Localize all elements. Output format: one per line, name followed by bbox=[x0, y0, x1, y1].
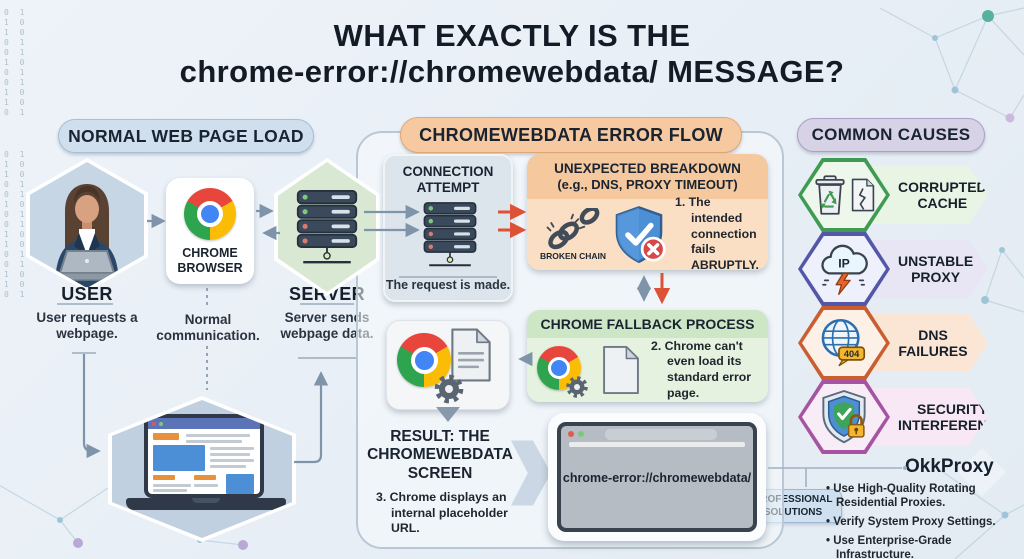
connection-attempt-caption: The request is made. bbox=[385, 277, 511, 292]
chromewebdata-url-text: chrome-error://chromewebdata/ bbox=[562, 471, 752, 485]
solutions-list: Use High-Quality Rotating Residential Pr… bbox=[826, 482, 1018, 559]
window-dot-green bbox=[578, 431, 584, 437]
section-header-normal-load: NORMAL WEB PAGE LOAD bbox=[58, 119, 314, 153]
result-title: RESULT: THE CHROMEWEBDATA SCREEN bbox=[367, 428, 513, 482]
breakdown-title-line-1: UNEXPECTED BREAKDOWN bbox=[554, 160, 741, 176]
fallback-step-text: 2. Chrome can't even load its standard e… bbox=[651, 338, 752, 400]
globe-404-icon: 404 bbox=[821, 318, 866, 367]
section-header-common-causes: COMMON CAUSES bbox=[797, 118, 985, 152]
user-icon bbox=[53, 184, 121, 287]
trash-recycle-icon bbox=[815, 175, 845, 215]
shield-error-icon bbox=[615, 205, 666, 263]
solution-item: Use High-Quality Rotating Residential Pr… bbox=[826, 482, 1018, 510]
svg-text:IP: IP bbox=[838, 256, 850, 270]
server-icon bbox=[295, 190, 359, 264]
binary-decoration: 0 1 1 0 1 0 0 1 0 1 1 0 0 1 0 1 1 0 1 0 … bbox=[4, 8, 27, 117]
connection-attempt-title: CONNECTION ATTEMPT bbox=[402, 164, 494, 196]
browser-address-bar bbox=[569, 442, 745, 447]
broken-chain-icon bbox=[546, 206, 600, 250]
server-icon bbox=[422, 202, 478, 267]
laptop-webpage-icon bbox=[112, 400, 292, 538]
section-header-label: NORMAL WEB PAGE LOAD bbox=[68, 125, 304, 146]
breakdown-title-line-2: (e.g., DNS, PROXY TIMEOUT) bbox=[557, 176, 738, 192]
title-line-1: WHAT EXACTLY IS THE bbox=[333, 18, 691, 53]
browser-window-mockup: chrome-error://chromewebdata/ bbox=[548, 413, 766, 541]
chrome-browser-node: CHROME BROWSER bbox=[166, 178, 254, 284]
gear-icon bbox=[433, 373, 465, 405]
section-header-label: COMMON CAUSES bbox=[811, 125, 971, 144]
chrome-logo-icon bbox=[537, 346, 581, 390]
cause-label: SECURITY INTERFERENCE bbox=[898, 400, 1007, 433]
solution-item: Use Enterprise-Grade Infrastructure. bbox=[826, 534, 1018, 559]
chrome-logo-icon bbox=[184, 188, 236, 240]
user-caption: User requests a webpage. bbox=[36, 310, 138, 342]
binary-decoration: 0 1 1 0 1 0 0 1 0 1 1 0 0 1 0 1 1 0 1 0 … bbox=[4, 150, 27, 299]
cause-label: DNS FAILURES bbox=[898, 326, 968, 359]
title-line-2: chrome-error://chromewebdata/ MESSAGE? bbox=[179, 54, 845, 89]
svg-text:404: 404 bbox=[844, 349, 860, 359]
cause-label: CORRUPTED CACHE bbox=[898, 178, 987, 211]
blank-page-icon bbox=[601, 345, 641, 395]
window-dot-red bbox=[568, 431, 574, 437]
result-step-text: 3. Chrome displays an internal placehold… bbox=[376, 489, 508, 536]
section-header-label: CHROMEWEBDATA ERROR FLOW bbox=[419, 124, 723, 145]
cause-label: UNSTABLE PROXY bbox=[898, 252, 974, 285]
browser-caption: Normal communication. bbox=[156, 312, 260, 344]
gear-icon bbox=[565, 375, 589, 399]
connection-attempt-box: CONNECTION ATTEMPT The request is made. bbox=[383, 154, 513, 302]
brand-name: OkkProxy bbox=[905, 456, 994, 477]
ip-cloud-lightning-icon: IP bbox=[821, 244, 868, 296]
chrome-browser-label: CHROME BROWSER bbox=[177, 246, 243, 275]
fallback-box: CHROME FALLBACK PROCESS 2. Chrome can't … bbox=[527, 310, 768, 402]
breakdown-step-text: 1. The intended connection fails ABRUPTL… bbox=[675, 195, 759, 270]
section-header-error-flow: CHROMEWEBDATA ERROR FLOW bbox=[400, 117, 742, 153]
torn-page-icon bbox=[851, 178, 875, 212]
result-icon-box bbox=[386, 320, 510, 410]
user-label: USER bbox=[61, 284, 113, 304]
shield-lock-icon bbox=[822, 389, 866, 444]
browser-tab bbox=[605, 429, 717, 440]
fallback-title: CHROME FALLBACK PROCESS bbox=[540, 315, 755, 332]
server-caption: Server sends webpage data. bbox=[280, 310, 374, 342]
chrome-logo-icon bbox=[397, 333, 451, 387]
breakdown-box: UNEXPECTED BREAKDOWN (e.g., DNS, PROXY T… bbox=[527, 154, 768, 270]
solution-item: Verify System Proxy Settings. bbox=[826, 515, 1018, 529]
broken-chain-label: BROKEN CHAIN bbox=[539, 250, 607, 261]
